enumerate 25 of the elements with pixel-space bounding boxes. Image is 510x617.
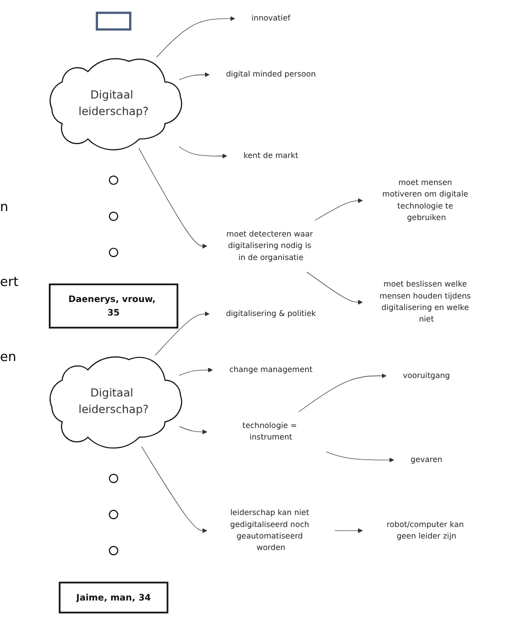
node-circle (108, 248, 118, 258)
node-circle (108, 546, 118, 556)
text-fragment: ert (0, 275, 20, 290)
arrow (298, 373, 386, 412)
arrow (179, 368, 213, 376)
text-fragment: en (0, 350, 18, 365)
arrow (306, 272, 363, 305)
node-circle (108, 474, 118, 484)
arrow (179, 146, 228, 158)
arrow (156, 16, 236, 58)
arrow (334, 528, 363, 534)
arrow (141, 446, 208, 534)
node-box: Daenerys, vrouw, 35 (48, 284, 178, 328)
node-box (96, 12, 132, 31)
arrow (138, 148, 208, 249)
arrow (179, 72, 210, 80)
arrow (154, 311, 210, 356)
arrow (314, 198, 363, 221)
text-fragment: n (0, 200, 10, 215)
node-circle (108, 212, 118, 222)
arrow (326, 452, 394, 462)
arrow (179, 426, 208, 434)
node-circle (108, 175, 118, 185)
node-box: Jaime, man, 34 (58, 582, 168, 614)
node-circle (108, 510, 118, 520)
